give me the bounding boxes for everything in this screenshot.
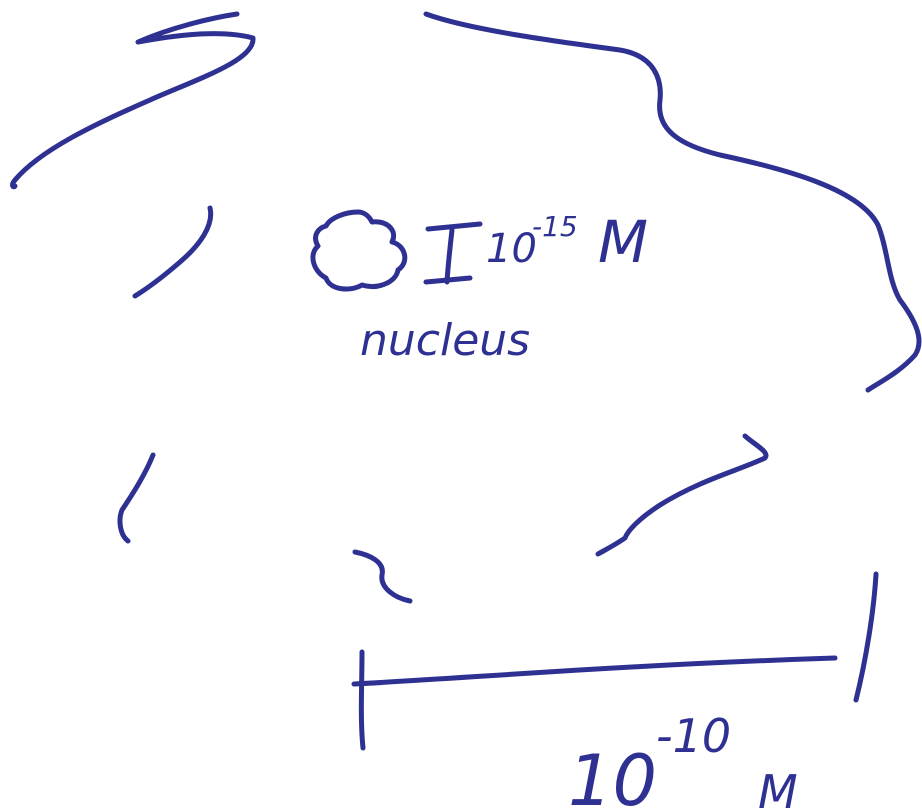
nucleus-size-marker-stem — [444, 227, 455, 285]
atom-size-base: 10 — [568, 740, 657, 810]
atom-size-exponent: -10 — [656, 709, 731, 763]
atom-boundary-stroke-left-lower — [117, 452, 156, 544]
nucleus-size-marker-bottom — [423, 275, 473, 285]
nucleus-blob-icon — [310, 209, 408, 292]
atom-boundary-stroke-top-right — [423, 11, 922, 393]
atom-scale-bar-left-tick — [358, 649, 366, 751]
atom-boundary-stroke-top-left — [10, 11, 256, 190]
nucleus-size-base: 10 — [486, 226, 537, 272]
atom-scale-bar-line — [351, 655, 838, 687]
atom-boundary-stroke-bottom-right — [595, 433, 769, 557]
nucleus-size-marker-top — [425, 221, 483, 232]
nucleus-size-exponent: -15 — [532, 210, 578, 243]
atom-scale-bar-right-tick — [853, 571, 879, 703]
nucleus-label: nucleus — [360, 315, 530, 366]
atom-size-unit: M — [758, 765, 798, 810]
nucleus-size-unit: M — [598, 208, 648, 276]
atom-boundary-stroke-left-upper — [132, 205, 214, 299]
atom-boundary-stroke-bottom-small — [352, 549, 413, 604]
